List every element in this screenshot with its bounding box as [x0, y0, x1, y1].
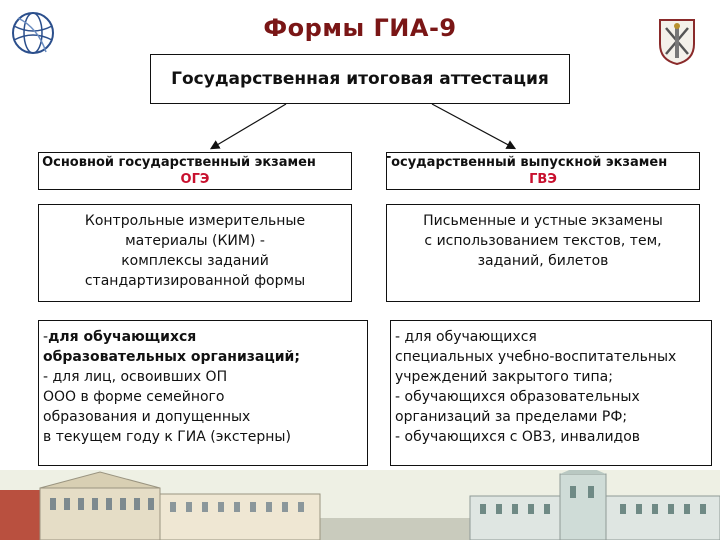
gve-participant-line: - обучающихся образовательных	[395, 387, 711, 407]
gve-desc-line: Письменные и устные экзамены	[387, 211, 699, 231]
oge-participants-box: -для обучающихся образовательных организ…	[38, 320, 368, 466]
oge-participant-line: образовательных организаций;	[43, 347, 367, 367]
oge-box: Основной государственный экзамен ОГЭ	[38, 152, 352, 190]
gve-box: Государственный выпускной экзамен ГВЭ	[386, 152, 700, 190]
oge-desc-line: стандартизированной формы	[39, 271, 351, 291]
oge-full-name: Основной государственный экзамен	[38, 155, 351, 170]
gve-participant-line: организаций за пределами РФ;	[395, 407, 711, 427]
oge-participant-line: -для обучающихся	[43, 327, 367, 347]
arrow-to-gve	[432, 104, 514, 148]
gve-participant-line: специальных учебно-воспитательных	[395, 347, 711, 367]
gve-desc-line: заданий, билетов	[387, 251, 699, 271]
gve-description-box: Письменные и устные экзамены с использов…	[386, 204, 700, 302]
connector-arrows	[0, 0, 720, 160]
gve-participants-box: - для обучающихся специальных учебно-вос…	[390, 320, 712, 466]
oge-abbr: ОГЭ	[39, 172, 351, 187]
oge-desc-line: Контрольные измерительные	[39, 211, 351, 231]
gve-participant-line: - обучающихся с ОВЗ, инвалидов	[395, 427, 711, 447]
arrow-to-oge	[212, 104, 286, 148]
gve-participant-line: - для обучающихся	[395, 327, 711, 347]
oge-desc-line: комплексы заданий	[39, 251, 351, 271]
oge-participant-line: в текущем году к ГИА (экстерны)	[43, 427, 367, 447]
gve-full-name: Государственный выпускной экзамен	[386, 155, 699, 170]
building-illustration	[0, 470, 720, 540]
oge-participant-line: ООО в форме семейного	[43, 387, 367, 407]
gve-participant-line: учреждений закрытого типа;	[395, 367, 711, 387]
oge-desc-line: материалы (КИМ) -	[39, 231, 351, 251]
oge-participant-line: образования и допущенных	[43, 407, 367, 427]
gve-abbr: ГВЭ	[387, 172, 699, 187]
gve-desc-line: с использованием текстов, тем,	[387, 231, 699, 251]
oge-participant-line: - для лиц, освоивших ОП	[43, 367, 367, 387]
oge-description-box: Контрольные измерительные материалы (КИМ…	[38, 204, 352, 302]
